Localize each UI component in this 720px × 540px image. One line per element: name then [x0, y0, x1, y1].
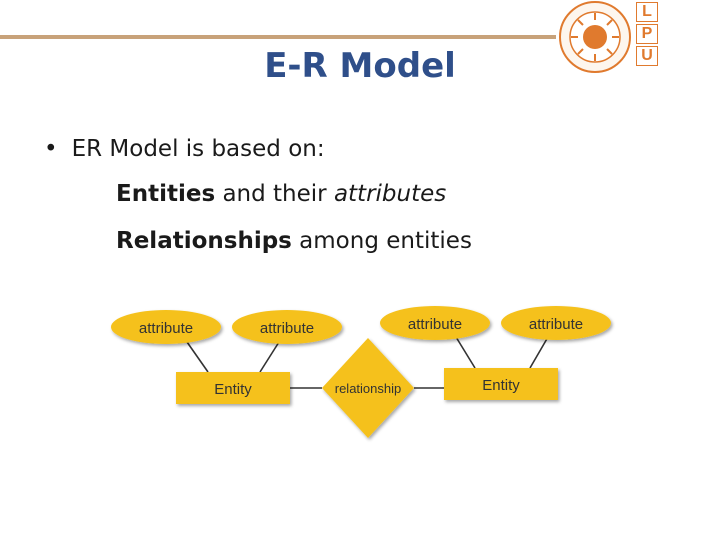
entity-label: Entity: [214, 381, 252, 398]
lpu-letter: U: [636, 46, 658, 66]
attribute-label: attribute: [139, 320, 193, 337]
relationship-label: relationship: [335, 381, 402, 396]
sub-item-plain: among entities: [291, 228, 472, 254]
bullet-text: ER Model is based on:: [71, 136, 325, 162]
slide-title: E-R Model: [264, 46, 456, 86]
sub-item-relationships: Relationships among entities: [116, 228, 472, 254]
connector-lines: [186, 336, 549, 389]
lpu-logo: L P U: [636, 2, 658, 68]
attribute-node: [111, 310, 221, 344]
sub-item-plain: and their: [215, 181, 334, 207]
sub-item-entities: Entities and their attributes: [116, 181, 446, 207]
sub-item-bold: Entities: [116, 181, 216, 207]
lpu-letter: P: [636, 24, 658, 44]
entity-node: [176, 372, 290, 404]
entity-label: Entity: [482, 377, 520, 394]
attribute-node: [232, 310, 342, 344]
attribute-label: attribute: [529, 316, 583, 333]
sub-item-italic: attributes: [333, 181, 447, 207]
university-seal-logo: [559, 1, 631, 73]
sub-item-bold: Relationships: [116, 228, 292, 254]
attribute-label: attribute: [408, 316, 462, 333]
bullet-dot-icon: •: [44, 136, 58, 162]
attribute-label: attribute: [260, 320, 314, 337]
attribute-node: [380, 306, 490, 340]
bullet-item: • ER Model is based on:: [44, 136, 325, 162]
lpu-letter: L: [636, 2, 658, 22]
entity-node: [444, 368, 558, 400]
header-rule: [0, 35, 556, 39]
attribute-node: [501, 306, 611, 340]
relationship-node: [322, 338, 414, 438]
